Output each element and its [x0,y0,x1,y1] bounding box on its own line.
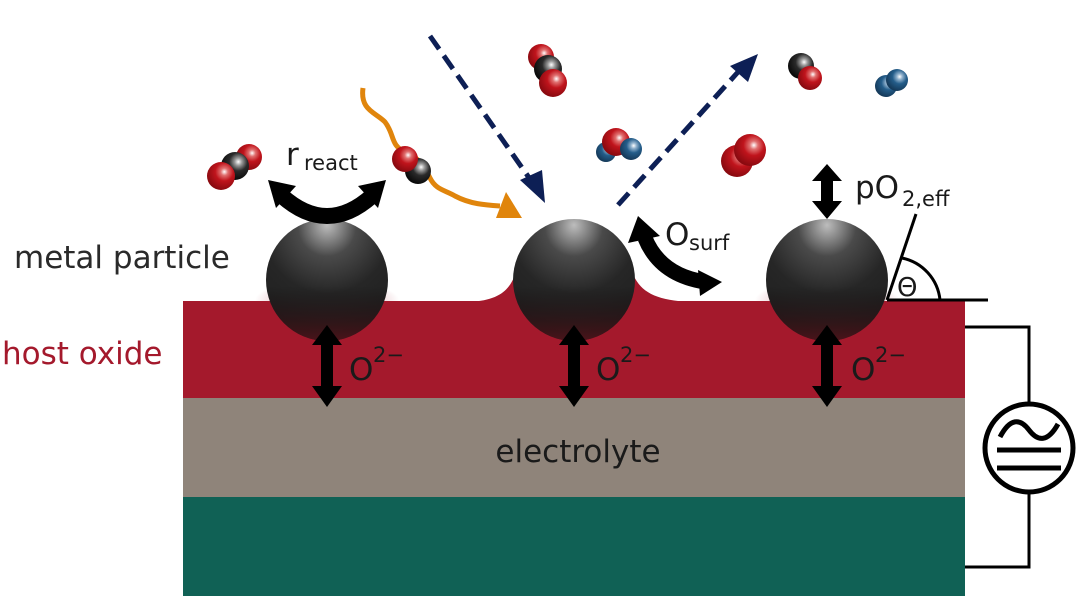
oxygen-ion-arrow-right [812,325,842,407]
metal-particle-left [266,219,388,341]
metal-particle-label: metal particle [14,240,230,276]
svg-text:pO: pO [855,170,899,206]
metal-particle-right [766,219,888,341]
molecule-co-right [788,53,822,90]
light-wave-arrowhead [496,192,522,218]
svg-text:2−: 2− [620,343,651,367]
svg-text:2−: 2− [875,343,906,367]
ac-dc-source-icon [982,401,1076,495]
reaction-rate-arrow [268,180,386,224]
oxygen-ion-arrow-center [559,325,589,407]
reaction-rate-label: r react [286,137,358,175]
substrate-layer [183,497,965,596]
oxygen-ion-label-right: O 2− [851,343,906,388]
molecule-co-left [392,146,431,184]
molecule-n2-right [875,69,908,97]
gas-incoming-arrowhead [520,170,545,203]
host-oxide-label: host oxide [2,336,163,372]
contact-angle-indicator: Θ [885,213,988,303]
svg-text:O: O [596,352,620,388]
molecule-o2-right [721,134,766,177]
svg-text:2−: 2− [373,343,404,367]
surface-oxygen-label: O surf [665,217,730,255]
effective-oxygen-pressure-label: pO 2,eff [855,170,950,211]
svg-text:surf: surf [689,231,730,255]
oxygen-ion-label-center: O 2− [596,343,651,388]
molecule-co2-top [528,44,567,97]
electrolyte-layer [183,398,965,497]
surface-oxygen-arrow [628,216,722,296]
svg-text:O: O [349,352,373,388]
electrolyte-label: electrolyte [495,434,660,470]
oxygen-ion-arrow-left [312,325,342,407]
oxygen-ion-label-left: O 2− [349,343,404,388]
svg-text:O: O [665,217,689,253]
metal-particle-center [513,219,635,341]
svg-text:Θ: Θ [897,273,917,303]
gas-outgoing-arrow [616,70,740,207]
gas-outgoing-arrowhead [730,54,758,82]
svg-text:2,eff: 2,eff [902,187,950,211]
gas-incoming-arrow [427,34,535,184]
effective-oxygen-pressure-arrow [812,164,842,219]
svg-text:r: r [286,137,299,173]
svg-text:react: react [304,151,358,175]
molecule-no-center [596,128,642,162]
molecule-co2-left [207,144,262,190]
external-circuit [965,325,1031,569]
svg-text:O: O [851,352,875,388]
